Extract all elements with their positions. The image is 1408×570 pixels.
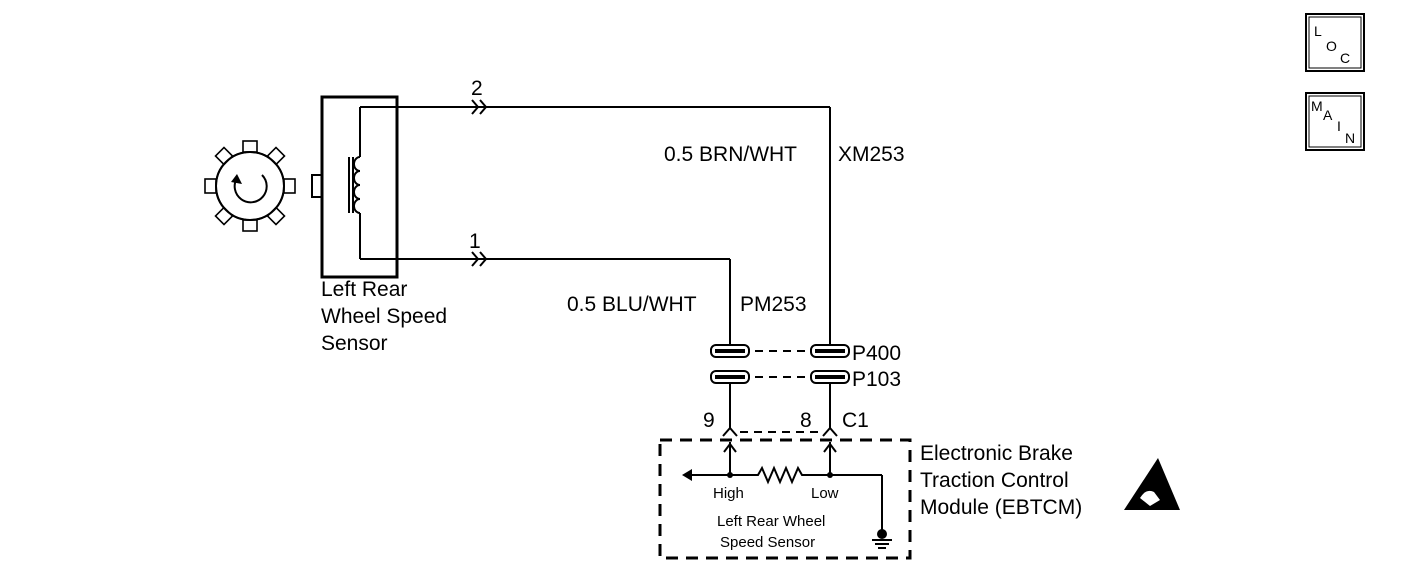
inner-sensor-label-line2: Speed Sensor bbox=[720, 534, 815, 551]
loc-letter-o: O bbox=[1326, 38, 1337, 54]
sensor-label-line1: Left Rear bbox=[321, 278, 407, 301]
sensor-label-line3: Sensor bbox=[321, 332, 388, 355]
main-letter-i: I bbox=[1337, 118, 1341, 134]
wire-pm253 bbox=[397, 251, 731, 345]
top-wire-circuit: XM253 bbox=[838, 143, 905, 166]
sensor-label-line2: Wheel Speed bbox=[321, 305, 447, 328]
module-label-line2: Traction Control bbox=[920, 469, 1069, 492]
esd-warning-icon bbox=[1124, 458, 1180, 510]
pin-2-label: 2 bbox=[471, 77, 483, 100]
top-wire-color: 0.5 BRN/WHT bbox=[664, 143, 797, 166]
connector-c1-label: C1 bbox=[842, 409, 869, 432]
inline-connector-p400 bbox=[710, 344, 850, 358]
ground-icon bbox=[872, 529, 892, 549]
pin-9-label: 9 bbox=[703, 409, 715, 432]
bottom-wire-color: 0.5 BLU/WHT bbox=[567, 293, 697, 316]
inner-sensor-label-line1: Left Rear Wheel bbox=[717, 513, 825, 530]
inline-connector-p103 bbox=[710, 370, 850, 384]
module-label-line1: Electronic Brake bbox=[920, 442, 1073, 465]
bottom-wire-circuit: PM253 bbox=[740, 293, 807, 316]
wheel-speed-sensor bbox=[311, 95, 399, 279]
module-label-line3: Module (EBTCM) bbox=[920, 496, 1082, 519]
connector-p400-label: P400 bbox=[852, 342, 901, 365]
main-button[interactable]: M A I N bbox=[1305, 92, 1365, 151]
loc-button[interactable]: L O C bbox=[1305, 13, 1365, 72]
loc-letter-c: C bbox=[1340, 50, 1350, 66]
pin-8-label: 8 bbox=[800, 409, 812, 432]
connector-p103-label: P103 bbox=[852, 368, 901, 391]
ebtcm-module-box bbox=[658, 438, 912, 560]
pin-1-label: 1 bbox=[469, 230, 481, 253]
pin9-terminal-icon bbox=[722, 426, 738, 437]
low-terminal-label: Low bbox=[811, 485, 839, 502]
ebtcm-internal-circuit bbox=[682, 442, 883, 530]
high-terminal-label: High bbox=[713, 485, 744, 502]
main-letter-a: A bbox=[1323, 107, 1333, 123]
tone-wheel-icon bbox=[204, 140, 296, 232]
main-letter-n: N bbox=[1345, 130, 1355, 146]
pin8-terminal-icon bbox=[822, 426, 838, 437]
wire-xm253 bbox=[397, 99, 831, 345]
loc-letter-l: L bbox=[1314, 23, 1322, 39]
main-letter-m: M bbox=[1311, 98, 1323, 114]
